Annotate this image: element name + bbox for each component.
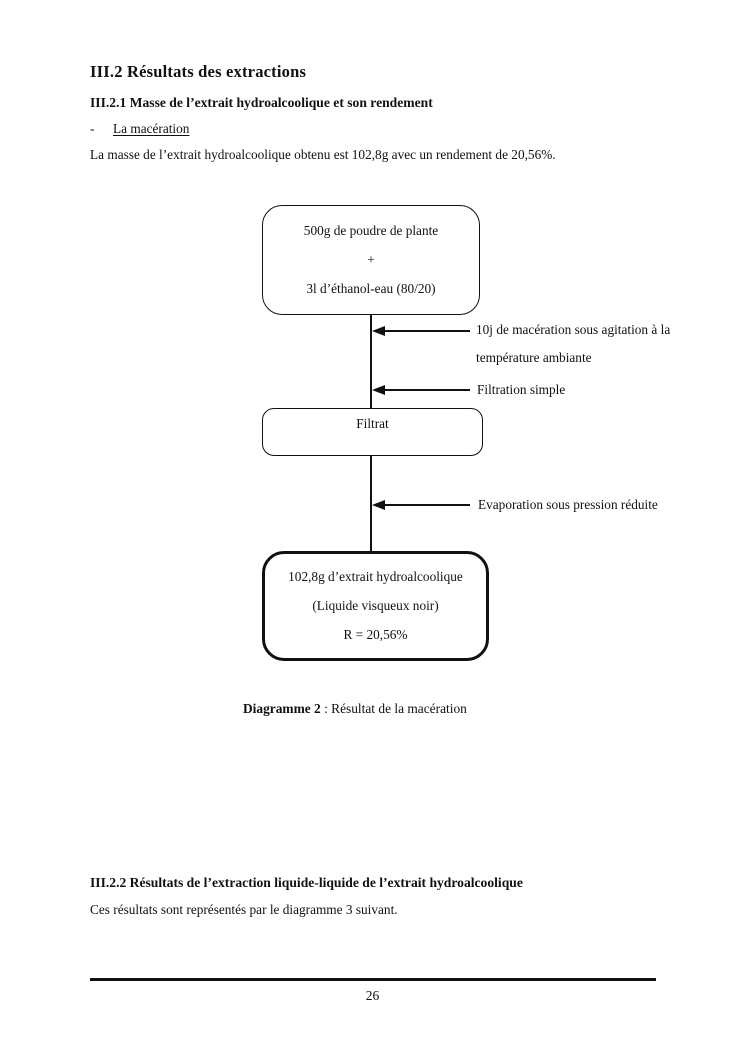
list-marker: - (90, 121, 95, 136)
filtrate-node-label: Filtrat (356, 416, 389, 431)
result-node-line3: R = 20,56% (343, 627, 408, 642)
flowchart-filtrate-node: Filtrat (262, 408, 483, 456)
paragraph-maceration-result: La masse de l’extrait hydroalcoolique ob… (90, 147, 556, 162)
connector-line-bottom (370, 456, 372, 551)
diagram-caption-label: Diagramme 2 (243, 701, 321, 716)
subsection-heading-masse: III.2.1 Masse de l’extrait hydroalcooliq… (90, 95, 433, 110)
connector-line-top (370, 315, 372, 408)
flowchart-input-node: 500g de poudre de plante + 3l d’éthanol-… (262, 205, 480, 315)
arrowhead-evaporation-icon (372, 500, 385, 510)
result-node-line1: 102,8g d’extrait hydroalcoolique (288, 569, 463, 584)
page-number: 26 (365, 988, 380, 1003)
footer-rule (90, 978, 656, 981)
subsection-heading-liquide-liquide: III.2.2 Résultats de l’extraction liquid… (90, 875, 523, 890)
step-label-evaporation: Evaporation sous pression réduite (478, 497, 658, 512)
step-label-filtration: Filtration simple (477, 382, 566, 397)
arrow-tail-filtration (383, 389, 470, 391)
input-node-line3: 3l d’éthanol-eau (80/20) (306, 281, 436, 296)
arrowhead-filtration-icon (372, 385, 385, 395)
arrow-tail-evaporation (383, 504, 470, 506)
step-label-maceration-line1: 10j de macération sous agitation à la (476, 322, 671, 337)
diagram-caption: Diagramme 2 : Résultat de la macération (243, 701, 467, 717)
arrow-tail-maceration (383, 330, 470, 332)
step-label-maceration-line2: température ambiante (476, 350, 592, 365)
result-node-line2: (Liquide visqueux noir) (312, 598, 439, 613)
arrowhead-maceration-icon (372, 326, 385, 336)
input-node-line1: 500g de poudre de plante (303, 223, 439, 238)
diagram-caption-text: : Résultat de la macération (320, 701, 467, 716)
paragraph-next-diagram: Ces résultats sont représentés par le di… (90, 902, 398, 917)
flowchart-result-node: 102,8g d’extrait hydroalcoolique (Liquid… (262, 551, 489, 661)
section-heading: III.2 Résultats des extractions (90, 62, 307, 81)
input-node-line2: + (367, 252, 375, 267)
list-item-maceration: La macération (113, 121, 190, 136)
